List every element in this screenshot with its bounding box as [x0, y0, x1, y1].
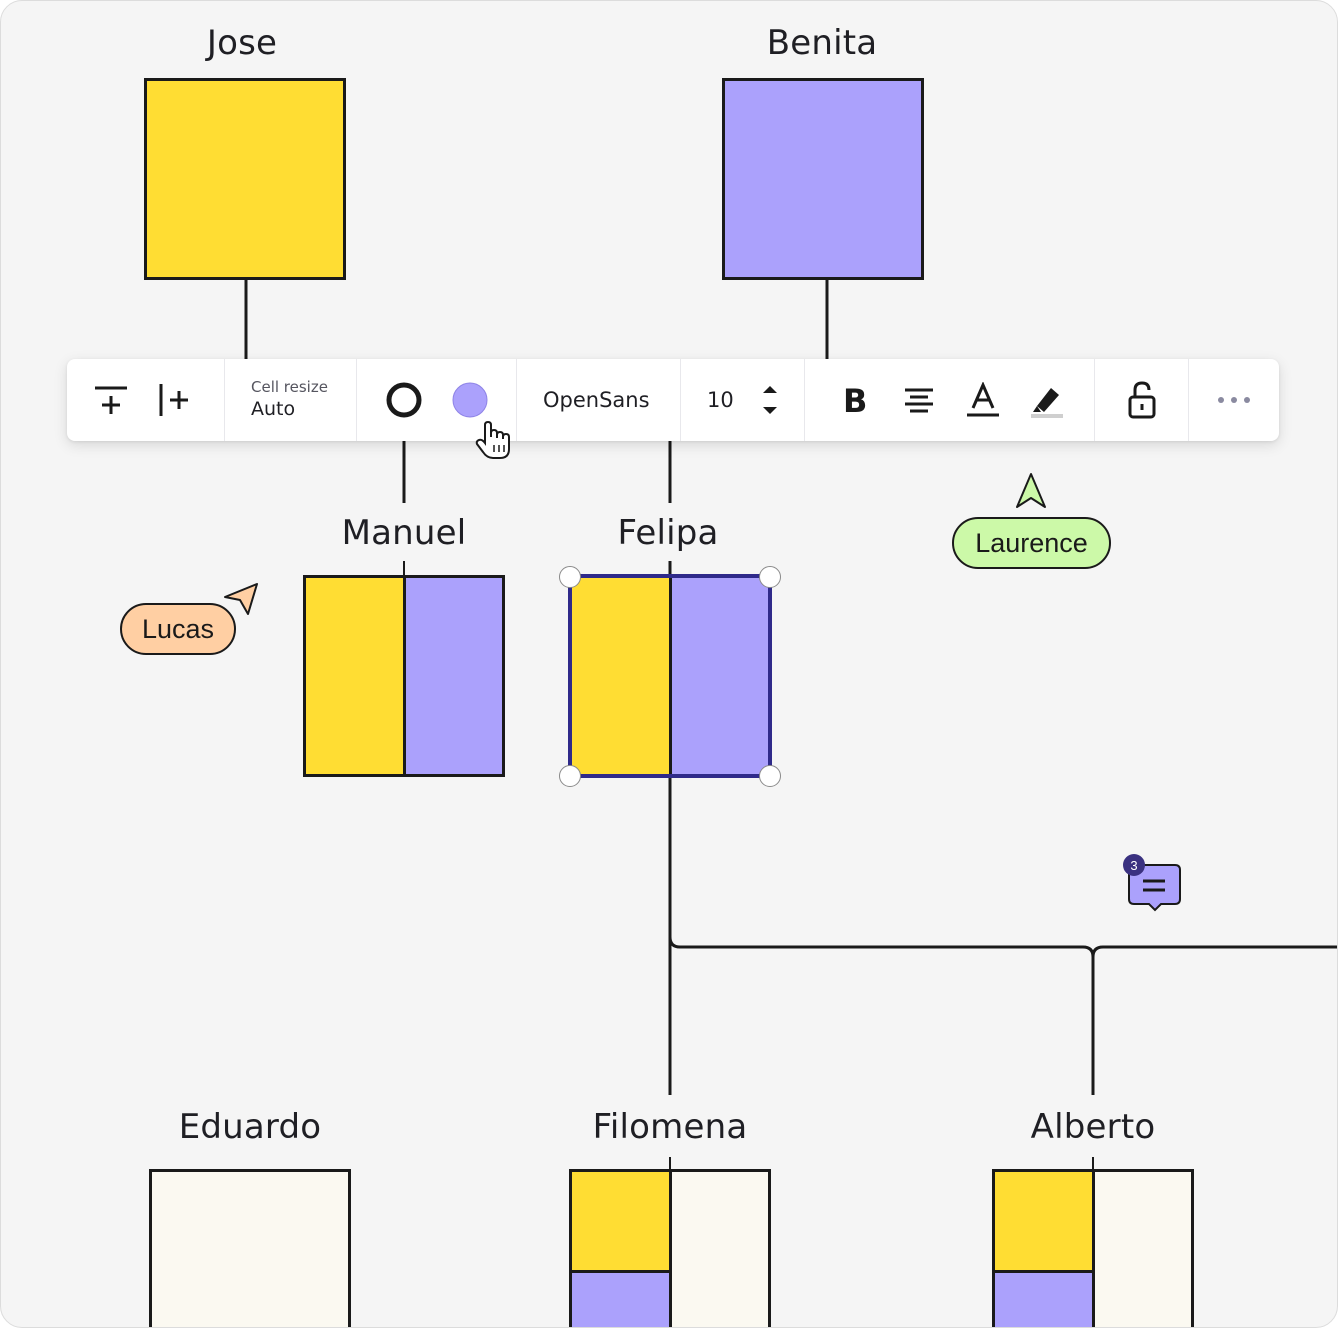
- person-card-benita[interactable]: [722, 78, 924, 280]
- person-card-felipa[interactable]: [569, 575, 771, 777]
- card-cell-purple: [572, 1273, 669, 1327]
- fill-color-swatch[interactable]: [451, 381, 489, 419]
- card-half-purple: [671, 578, 768, 774]
- bold-icon[interactable]: B: [837, 382, 873, 418]
- font-family-value[interactable]: OpenSans: [543, 388, 650, 412]
- comment-count-badge: 3: [1123, 854, 1145, 876]
- card-cell-cream: [1094, 1172, 1191, 1327]
- font-size-value[interactable]: 10: [707, 388, 734, 412]
- card-cell-cream: [671, 1172, 768, 1327]
- highlighter-icon[interactable]: [1029, 382, 1065, 418]
- collaborator-cursor-arrow-icon: [1013, 471, 1049, 511]
- resize-handle-bottom-left[interactable]: [559, 765, 581, 787]
- shape-style-section: [357, 359, 517, 441]
- cell-resize-section[interactable]: Cell resize Auto: [225, 359, 357, 441]
- card-half-purple: [405, 578, 502, 774]
- person-name-alberto[interactable]: Alberto: [1030, 1107, 1156, 1147]
- font-size-stepper-icon[interactable]: [760, 380, 780, 420]
- insert-column-icon[interactable]: [157, 382, 193, 418]
- person-card-jose[interactable]: [144, 78, 346, 280]
- insert-section: [67, 359, 225, 441]
- card-half-yellow: [572, 578, 672, 774]
- card-cell-yellow: [995, 1172, 1092, 1273]
- person-name-manuel[interactable]: Manuel: [341, 513, 467, 553]
- person-name-felipa[interactable]: Felipa: [617, 513, 719, 553]
- svg-text:B: B: [843, 382, 867, 418]
- text-color-icon[interactable]: [965, 382, 1001, 418]
- context-toolbar: Cell resize Auto OpenSans 10 B: [67, 359, 1279, 441]
- collaborator-tag-laurence: Laurence: [952, 517, 1111, 569]
- person-card-filomena[interactable]: [569, 1169, 771, 1327]
- card-cell-purple: [995, 1273, 1092, 1327]
- align-center-icon[interactable]: [901, 382, 937, 418]
- person-name-eduardo[interactable]: Eduardo: [178, 1107, 322, 1147]
- insert-row-icon[interactable]: [93, 382, 129, 418]
- collaborator-tag-lucas: Lucas: [120, 603, 236, 655]
- hand-pointer-icon: [473, 419, 513, 461]
- card-cell-yellow: [572, 1172, 669, 1273]
- unlock-icon[interactable]: [1124, 380, 1160, 420]
- person-card-alberto[interactable]: [992, 1169, 1194, 1327]
- font-size-section: 10: [681, 359, 805, 441]
- resize-handle-top-left[interactable]: [559, 566, 581, 588]
- person-card-manuel[interactable]: [303, 575, 505, 777]
- cell-resize-label: Cell resize: [251, 378, 328, 396]
- lock-section: [1095, 359, 1189, 441]
- resize-handle-top-right[interactable]: [759, 566, 781, 588]
- cell-resize-value[interactable]: Auto: [251, 398, 296, 420]
- card-left-column: [995, 1172, 1095, 1327]
- card-half-yellow: [306, 578, 406, 774]
- resize-handle-bottom-right[interactable]: [759, 765, 781, 787]
- font-family-section[interactable]: OpenSans: [517, 359, 681, 441]
- person-name-jose[interactable]: Jose: [206, 23, 278, 63]
- card-left-column: [572, 1172, 672, 1327]
- person-name-filomena[interactable]: Filomena: [592, 1107, 748, 1147]
- collaborator-cursor-arrow-icon: [221, 581, 261, 617]
- person-card-eduardo[interactable]: [149, 1169, 351, 1327]
- text-format-section: B: [805, 359, 1095, 441]
- person-name-benita[interactable]: Benita: [766, 23, 878, 63]
- circle-outline-icon[interactable]: [385, 381, 423, 419]
- more-icon[interactable]: [1214, 390, 1254, 410]
- more-section: [1189, 359, 1279, 441]
